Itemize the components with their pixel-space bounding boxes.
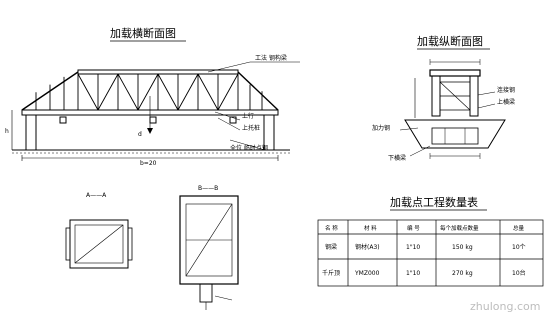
long-section-drawing [399, 59, 506, 159]
long-section-title: 加载纵断面图 [417, 34, 483, 48]
cross-label-right-2: 上托桩 [242, 124, 260, 132]
detail-a-drawing [65, 219, 133, 269]
long-label-left-2: 下横梁 [388, 154, 406, 162]
table-header-name: 名 称 [325, 224, 338, 232]
table-cell: 千斤顶 [322, 269, 340, 277]
table-header-total: 总量 [513, 224, 525, 232]
long-label-left-1: 加力钢 [372, 124, 390, 132]
cross-label-bottom-dim: b=20 [140, 160, 157, 167]
table-cell: 150 kg [452, 244, 473, 251]
quantity-table: 名 称 材 料 编 号 每个加载点数量 总量 钢梁 钢材(A3) 1"10 15… [322, 224, 526, 277]
cross-label-left-dim: h [5, 128, 9, 135]
table-cell: 270 kg [452, 270, 473, 277]
table-cell: 10个 [512, 244, 526, 251]
table-cell: 钢梁 [325, 243, 337, 251]
cross-section-drawing [11, 61, 300, 161]
table-header-code: 编 号 [407, 224, 420, 232]
table-cell: YMZ000 [354, 270, 380, 277]
cross-label-right-1: 上行 [242, 112, 254, 120]
quantity-table-grid [317, 219, 544, 287]
table-cell: 1"10 [406, 270, 420, 277]
table-cell: 1"10 [406, 244, 420, 251]
quantity-table-title: 加载点工程数量表 [390, 195, 478, 209]
watermark-text: zhulong.com [470, 300, 540, 313]
table-cell: 10台 [512, 269, 526, 277]
long-label-right-1: 连接钢 [497, 86, 515, 94]
long-label-right-2: 上横梁 [497, 98, 515, 106]
cross-label-top-right: 工法 钢构梁 [255, 54, 287, 62]
cross-label-bottom-right: 全位 临时点钢 [230, 144, 268, 152]
table-header-material: 材 料 [364, 224, 377, 232]
detail-b-label: B——B [198, 185, 218, 192]
table-cell: 钢材(A3) [355, 243, 380, 251]
cross-label-center-dim: d [138, 131, 142, 138]
table-header-qty-each: 每个加载点数量 [440, 224, 479, 232]
detail-b-drawing [179, 195, 239, 310]
cross-section-title: 加载横断面图 [110, 26, 176, 40]
detail-a-label: A——A [86, 192, 107, 199]
